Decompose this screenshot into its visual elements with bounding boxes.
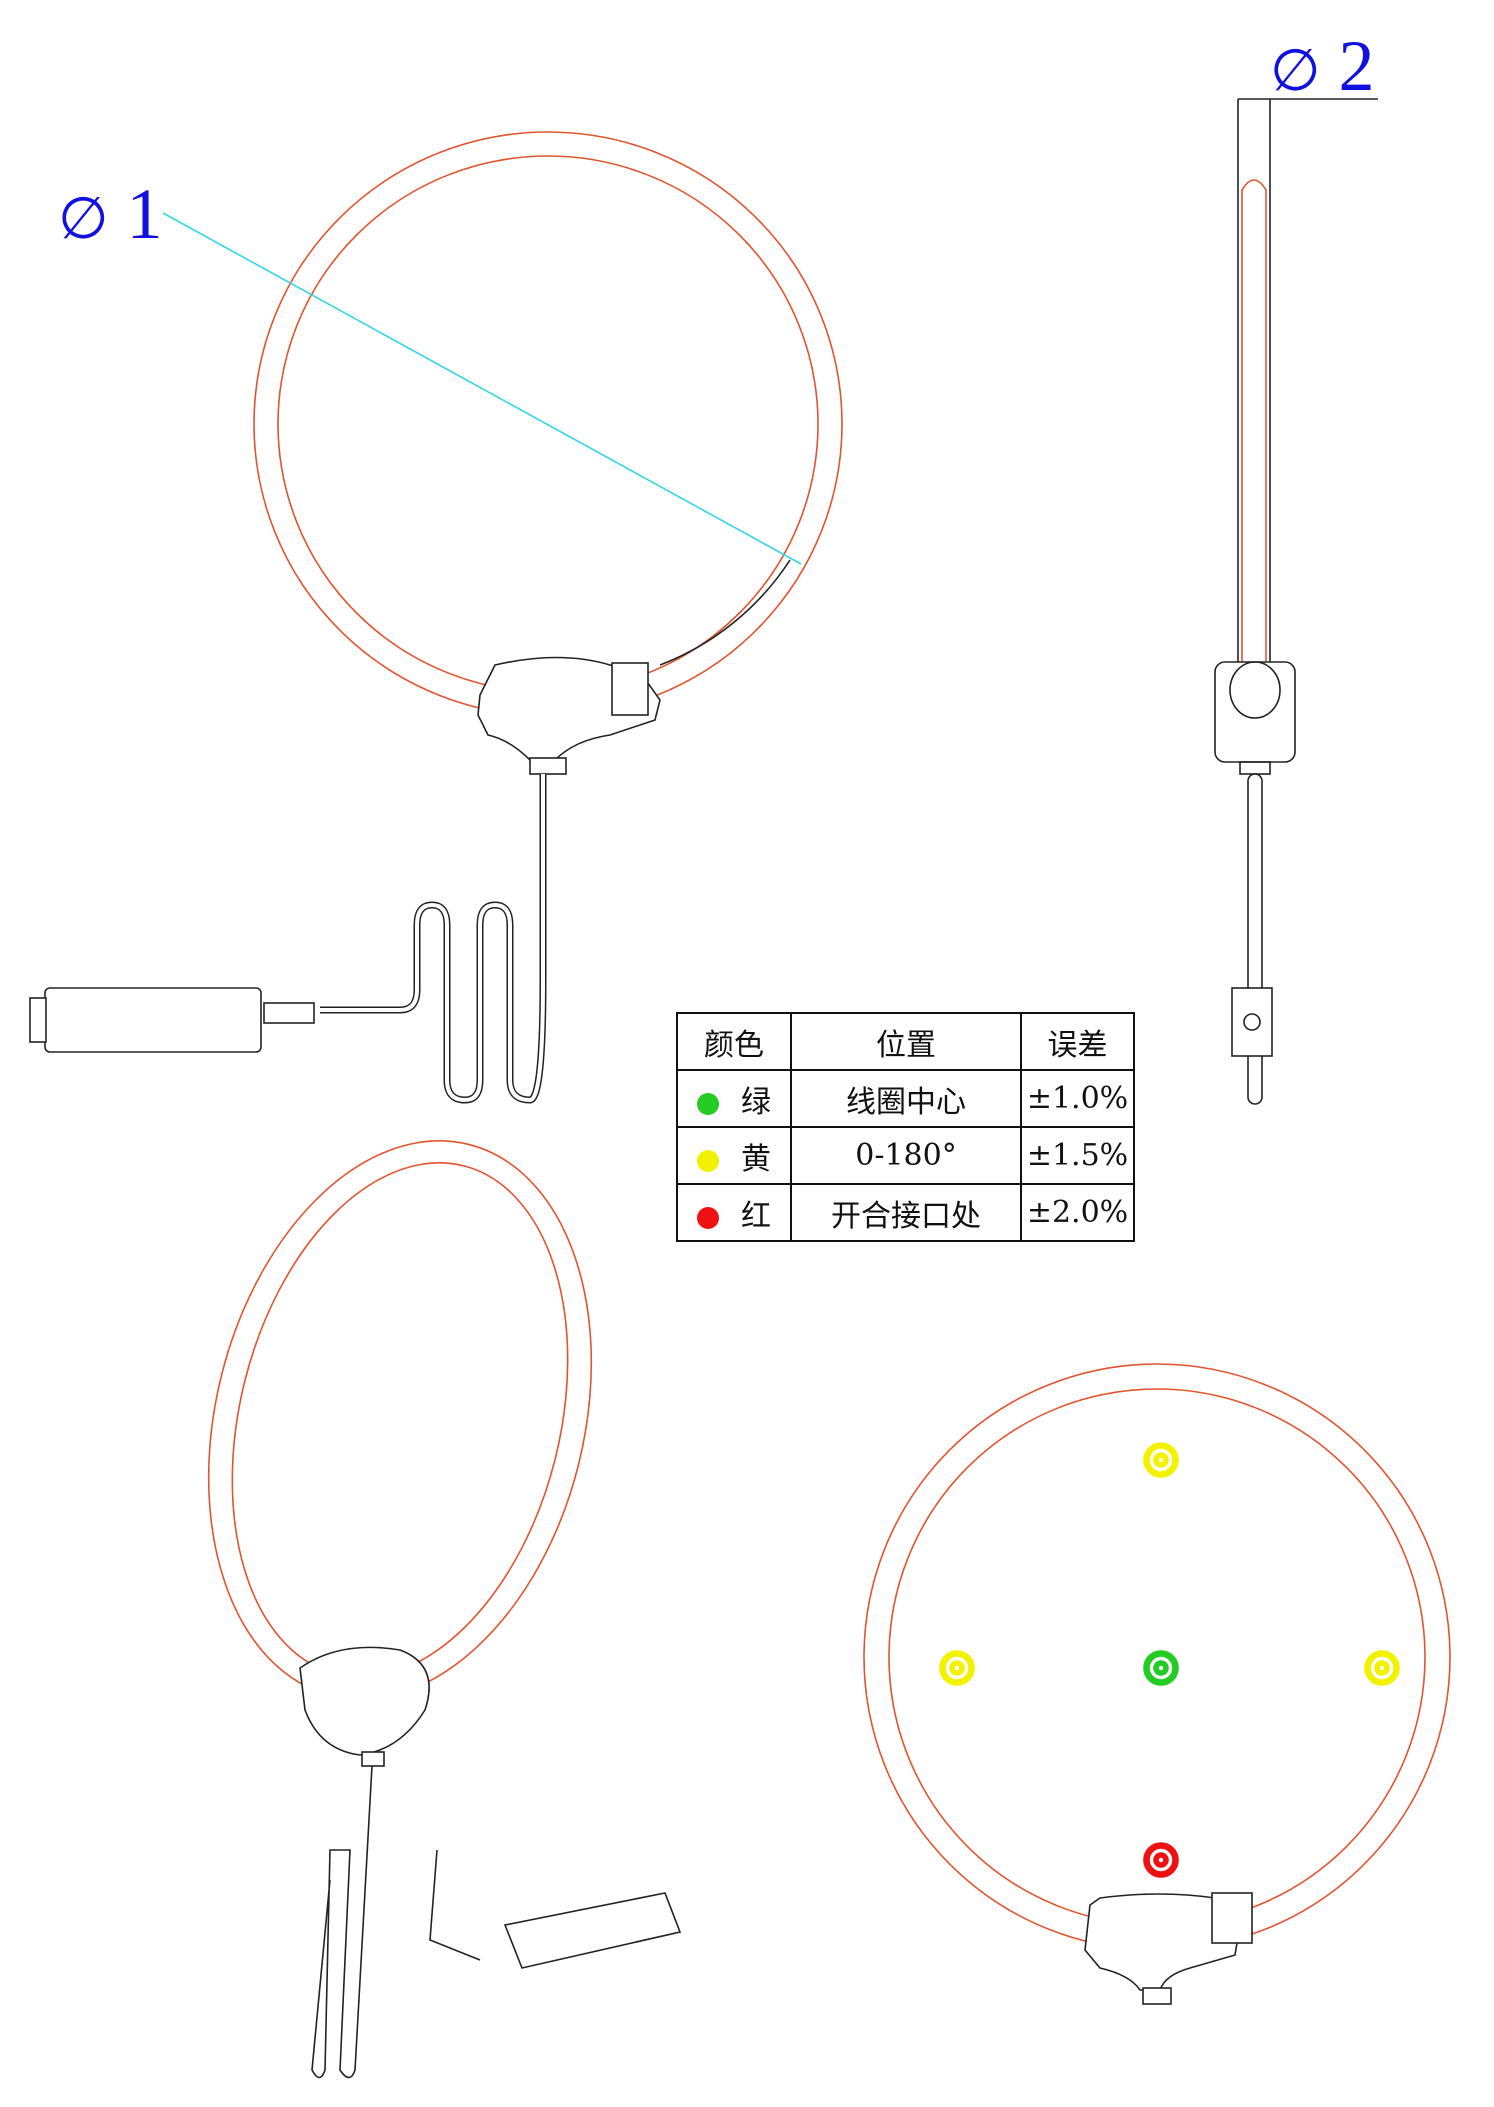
perspective-view-coil — [207, 1140, 682, 2079]
table-row: 绿 线圈中心 ±1.0% — [676, 1069, 1135, 1128]
green-dot-icon — [697, 1092, 719, 1115]
front-view-coil — [29, 131, 843, 1104]
accuracy-dot — [1157, 1664, 1165, 1672]
accuracy-dot — [1157, 1856, 1165, 1864]
side-view-coil — [1214, 98, 1378, 1105]
error: ±1.0% — [1020, 1069, 1135, 1128]
error: ±2.0% — [1020, 1183, 1135, 1242]
diameter-1-leader-line — [162, 212, 802, 565]
header-color: 颜色 — [676, 1012, 792, 1071]
position: 0-180° — [790, 1126, 1022, 1185]
color-name: 黄 — [741, 1141, 771, 1177]
accuracy-legend-table: 颜色 位置 误差 绿 线圈中心 ±1.0% 黄 0-180° ±1.5% 红 开… — [676, 1012, 1135, 1242]
color-name: 红 — [741, 1198, 771, 1234]
table-row: 红 开合接口处 ±2.0% — [676, 1183, 1135, 1242]
accuracy-dot — [1378, 1664, 1386, 1672]
diameter-1-label: ∅1 — [58, 174, 163, 254]
position: 开合接口处 — [790, 1183, 1022, 1242]
table-header-row: 颜色 位置 误差 — [676, 1012, 1135, 1071]
yellow-dot-icon — [697, 1149, 719, 1172]
color-name: 绿 — [741, 1084, 771, 1120]
error: ±1.5% — [1020, 1126, 1135, 1185]
table-row: 黄 0-180° ±1.5% — [676, 1126, 1135, 1185]
accuracy-dot — [1157, 1456, 1165, 1464]
header-position: 位置 — [790, 1012, 1022, 1071]
accuracy-points — [939, 1442, 1400, 1878]
accuracy-view-coil — [863, 1363, 1451, 2005]
red-dot-icon — [697, 1206, 719, 1229]
position: 线圈中心 — [790, 1069, 1022, 1128]
header-error: 误差 — [1020, 1012, 1135, 1071]
accuracy-dot — [953, 1664, 961, 1672]
signal-box — [44, 987, 262, 1053]
diameter-2-label: ∅2 — [1270, 26, 1375, 106]
